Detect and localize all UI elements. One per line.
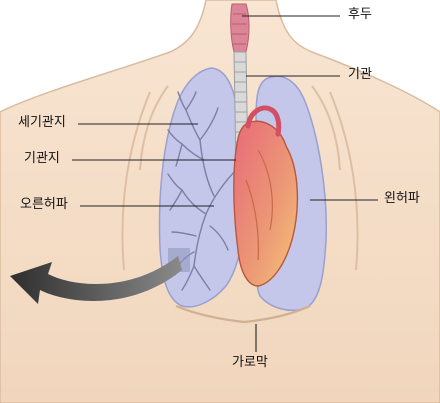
label-bronchioles: 세기관지 [18,116,66,129]
label-bronchus: 기관지 [24,152,60,165]
label-diaphragm: 가로막 [232,356,268,369]
label-right-lung: 오른허파 [20,198,68,211]
label-larynx: 후두 [348,8,372,21]
label-left-lung: 왼허파 [384,192,420,205]
label-trachea: 기관 [348,68,372,81]
larynx-shape [231,4,249,52]
